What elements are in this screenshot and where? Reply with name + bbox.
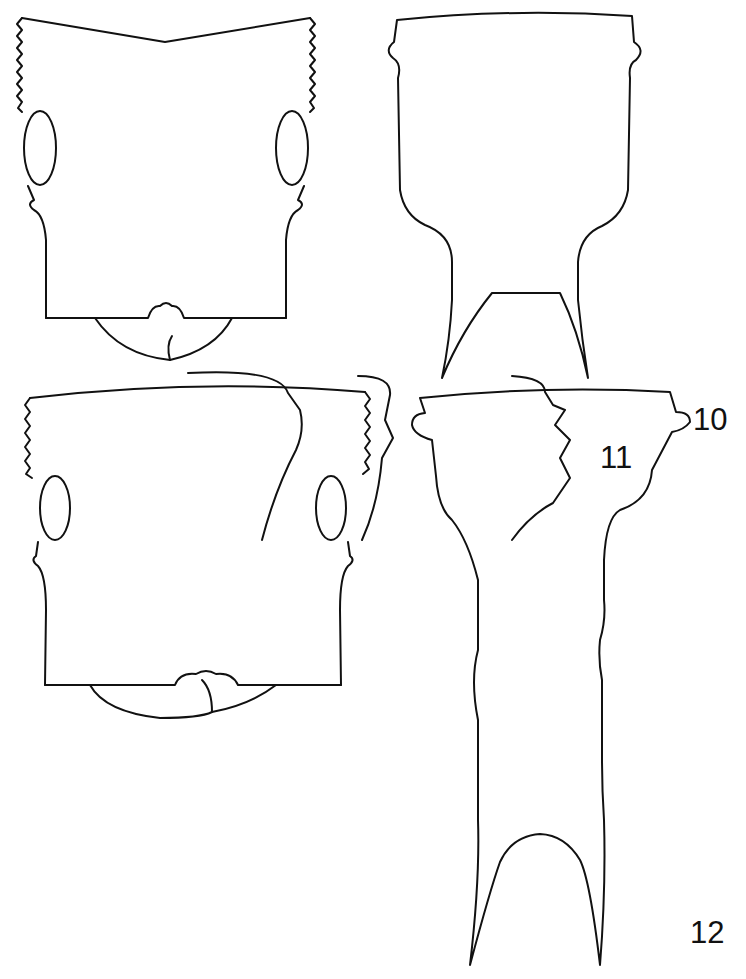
profile-variants [188,372,570,540]
head-outline [17,18,315,360]
figure-number: 12 [690,917,724,948]
pronotum-outline [412,390,690,965]
figure-number: 11 [600,442,632,473]
figure-number: 10 [693,404,727,435]
pronotum-outline [389,13,641,378]
head-outline [25,386,370,718]
